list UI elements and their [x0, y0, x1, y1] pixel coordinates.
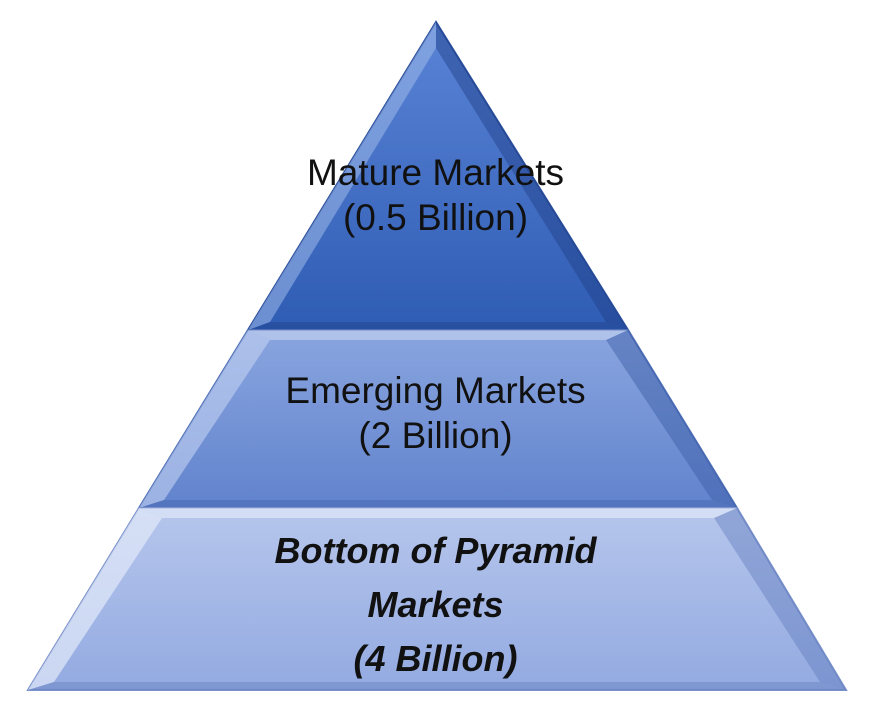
tier-bottom-of-pyramid [26, 507, 848, 691]
tier-emerging-markets [137, 329, 739, 509]
tier-mature-markets [246, 20, 630, 331]
